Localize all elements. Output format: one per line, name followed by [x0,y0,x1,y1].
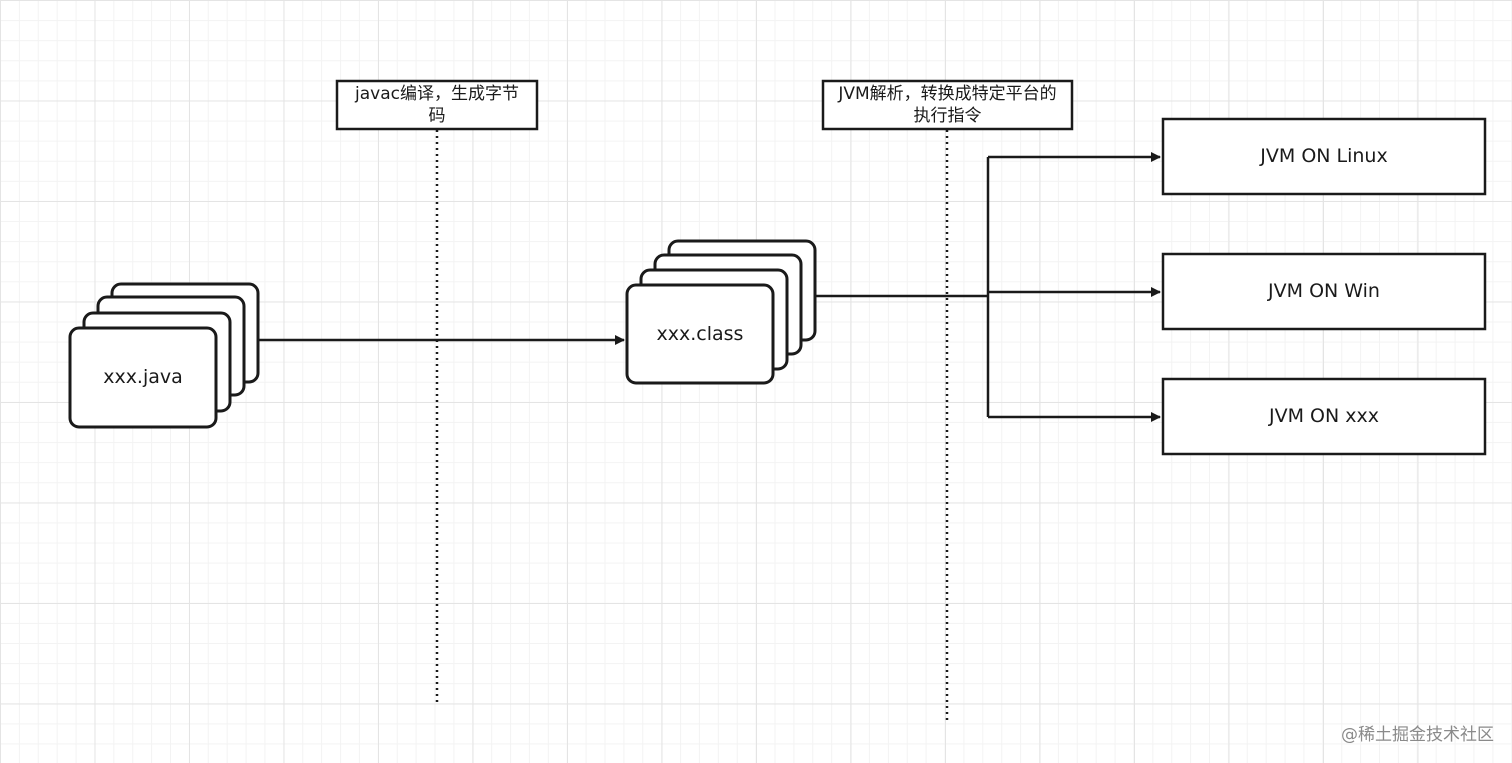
class-file-stack [625,239,817,385]
java-file-card-front [68,326,218,429]
watermark-text: @稀土掘金技术社区 [1341,725,1494,745]
compile-note-box [335,79,539,131]
target-box-win [1161,252,1487,331]
target-box-xxx [1161,377,1487,456]
class-file-label: xxx.class [656,322,744,345]
target-label-xxx: JVM ON xxx [1269,405,1379,427]
target-label-win: JVM ON Win [1268,280,1380,302]
java-file-stack [68,282,260,429]
class-file-card-front [625,283,775,385]
java-file-label: xxx.java [103,366,183,388]
target-label-linux: JVM ON Linux [1260,145,1388,167]
compile-note-label: javac编译，生成字节码 [355,84,519,126]
interpret-note-box [821,79,1074,131]
target-box-linux [1161,117,1487,196]
interpret-note-label: JVM解析，转换成特定平台的执行指令 [838,84,1057,126]
